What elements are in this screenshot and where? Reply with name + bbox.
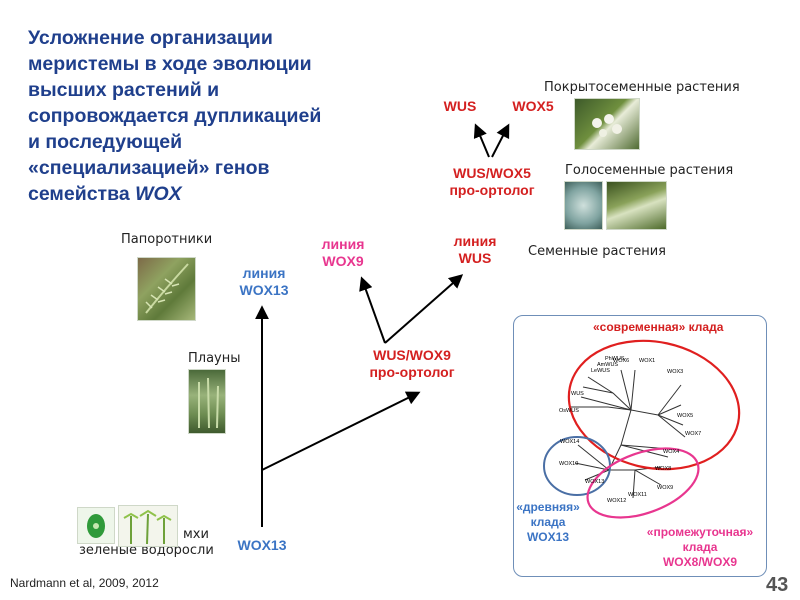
- wus-wox9-proortholog-label: WUS/WOX9 про-ортолог: [352, 347, 472, 381]
- leaf-wox7: WOX7: [685, 431, 701, 437]
- title-line: семейства WOX: [28, 181, 373, 207]
- intermediate-clade-line: WOX8/WOX9: [662, 555, 737, 569]
- leaf-wus: WUS: [571, 391, 584, 397]
- intermediate-clade-label: «промежуточная» клада WOX8/WOX9: [636, 525, 764, 570]
- leaf-wox11: WOX11: [628, 492, 647, 498]
- ancient-clade-label: «древняя» клада WOX13: [508, 500, 588, 545]
- leaf-wox12: WOX12: [607, 498, 626, 504]
- leaf-phwus: PhWUS: [605, 356, 625, 362]
- leaf-wox9: WOX9: [657, 485, 673, 491]
- seed-plants-label: Семенные растения: [528, 244, 666, 259]
- leaf-wox4: WOX4: [663, 449, 679, 455]
- title-line: и последующей: [28, 131, 183, 153]
- title-line: Усложнение организации: [28, 27, 273, 49]
- angiosperms-label: Покрытосеменные растения: [544, 80, 740, 95]
- citation: Nardmann et al, 2009, 2012: [10, 576, 159, 590]
- wus-wox9-note: про-ортолог: [369, 364, 455, 380]
- wus-wox9-name: WUS/WOX9: [373, 347, 451, 363]
- branch-to-wus-wox9: [261, 391, 421, 471]
- moss-image: [118, 505, 178, 547]
- ferns-label: Папоротники: [121, 232, 213, 247]
- wus-wox5-proortholog-label: WUS/WOX5 про-ортолог: [432, 165, 552, 199]
- gymnosperm-conifer-image: [564, 181, 603, 230]
- wus-wox5-note: про-ортолог: [449, 182, 535, 198]
- ancient-clade-line: клада: [530, 515, 566, 529]
- leaf-lewus: LeWUS: [591, 368, 610, 374]
- intermediate-clade-line: клада: [682, 540, 718, 554]
- gymnosperms-label: Голосеменные растения: [565, 163, 734, 178]
- leaf-wox10: WOX10: [559, 461, 578, 467]
- leaf-amwus: AmWUS: [597, 362, 618, 368]
- branch-wus-from-wox5: [473, 123, 490, 158]
- ancient-clade-line: «древняя»: [516, 500, 580, 514]
- wox5-label: WOX5: [512, 98, 554, 114]
- leaf-wox13: WOX13: [585, 479, 604, 485]
- page-number: 43: [766, 574, 789, 596]
- wus-label: WUS: [443, 98, 477, 114]
- title-prefix: семейства: [28, 183, 136, 205]
- lycophyte-image: [188, 369, 226, 434]
- angiosperm-flower-image: [574, 98, 640, 150]
- title-wox: WOX: [135, 183, 182, 205]
- wox9-lineage-name: WOX9: [322, 253, 364, 269]
- wox13-root-label: WOX13: [237, 537, 287, 553]
- slide-title: Усложнение организации меристемы в ходе …: [28, 25, 373, 207]
- branch-to-wus: [384, 274, 464, 344]
- wox9-lineage-word: линия: [321, 236, 365, 252]
- wus-lineage-label: линия WUS: [440, 233, 510, 267]
- leaf-wox6: WOX6: [613, 358, 629, 364]
- green-algae-label: зеленые водоросли: [79, 543, 214, 558]
- title-line: высших растений и: [28, 79, 220, 101]
- leaf-oswus: OsWUS: [559, 408, 579, 414]
- wox13-lineage-word: линия: [242, 265, 286, 281]
- modern-clade-circle: [567, 339, 741, 471]
- green-alga-image: [77, 507, 115, 544]
- wox13-lineage-label: линия WOX13: [224, 265, 304, 299]
- title-line: меристемы в ходе эволюции: [28, 53, 312, 75]
- leaf-wox1: WOX1: [639, 358, 655, 364]
- modern-clade-label: «современная» клада: [593, 320, 724, 334]
- fern-image: [137, 257, 196, 321]
- intermediate-clade-circle: [586, 447, 700, 519]
- leaf-wox14: WOX14: [560, 439, 579, 445]
- leaf-wox8: WOX8: [655, 466, 671, 472]
- wus-wox5-name: WUS/WOX5: [453, 165, 531, 181]
- mosses-label: мхи: [183, 527, 209, 542]
- wus-lineage-word: линия: [453, 233, 497, 249]
- title-line: «специализацией» генов: [28, 157, 270, 179]
- gymnosperm-cone-image: [606, 181, 667, 230]
- leaf-wox5: WOX5: [677, 413, 693, 419]
- wus-lineage-name: WUS: [458, 250, 492, 266]
- leaf-wox3: WOX3: [667, 369, 683, 375]
- wox13-lineage-name: WOX13: [239, 282, 289, 298]
- wox-phylogeny-tree: PhWUS AmWUS LeWUS WUS OsWUS WOX6 WOX1 WO…: [543, 339, 741, 519]
- ancient-clade-line: WOX13: [526, 530, 569, 544]
- branch-to-wox9: [359, 276, 386, 344]
- intermediate-clade-line: «промежуточная»: [646, 525, 754, 539]
- lycophytes-label: Плауны: [188, 351, 241, 366]
- branch-wox5: [491, 123, 510, 158]
- title-line: сопровождается дупликацией: [28, 105, 322, 127]
- wox9-lineage-label: линия WOX9: [308, 236, 378, 270]
